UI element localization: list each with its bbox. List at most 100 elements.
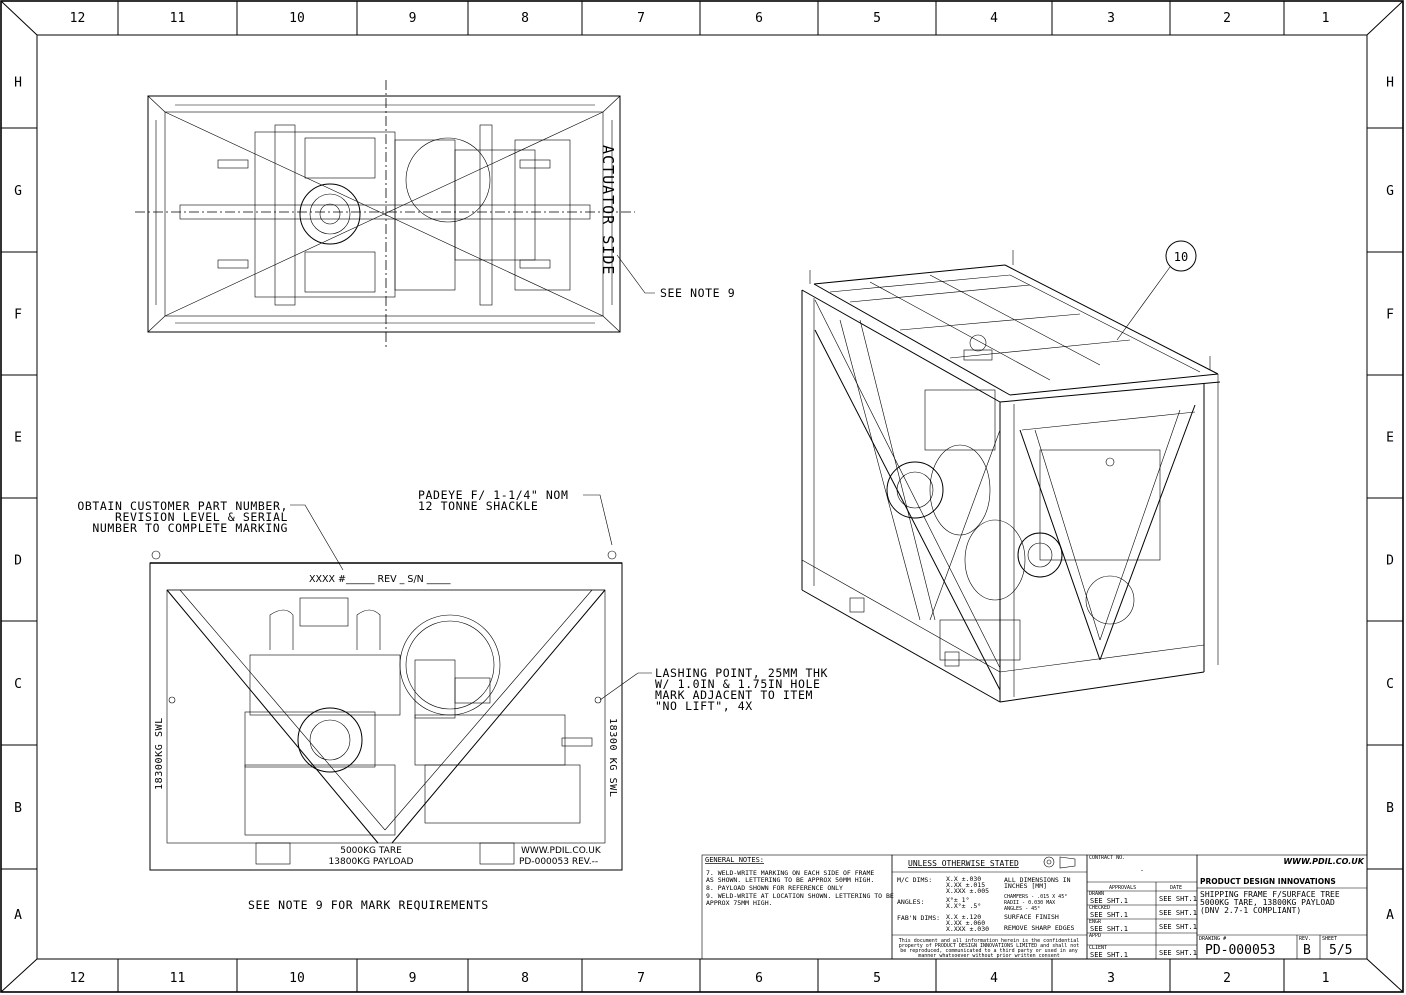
swl-left-label: 18300KG SWL bbox=[154, 717, 165, 790]
tolerance-block: UNLESS OTHERWISE STATED M/C DIMS: X.X ±.… bbox=[891, 854, 1088, 960]
checked-label: CHECKED bbox=[1089, 905, 1110, 911]
zone-column-label: 11 bbox=[170, 11, 186, 26]
remove-sharp-edges: REMOVE SHARP EDGES bbox=[1004, 924, 1075, 932]
client-date: SEE SHT.1 bbox=[1159, 949, 1197, 957]
rev-value: B bbox=[1303, 943, 1311, 958]
rev-label: REV. bbox=[1299, 936, 1311, 942]
zone-column-label: 5 bbox=[873, 11, 881, 26]
zone-row-label: F bbox=[1386, 308, 1394, 323]
mark-requirements-note: SEE NOTE 9 FOR MARK REQUIREMENTS bbox=[248, 898, 489, 912]
lashing-note-line-4: "NO LIFT", 4X bbox=[655, 699, 753, 713]
payload-label: 13800KG PAYLOAD bbox=[329, 857, 414, 867]
zone-column-label: 6 bbox=[755, 11, 763, 26]
zone-column-label: 1 bbox=[1322, 11, 1330, 26]
zone-row-label: B bbox=[14, 801, 22, 816]
swl-right-label: 18300 KG SWL bbox=[607, 718, 618, 797]
zone-row-label: E bbox=[14, 431, 22, 446]
fab-dims-2: X.XX ±.060 bbox=[946, 919, 985, 927]
mc-dims-2: X.XX ±.015 bbox=[946, 881, 985, 889]
zone-row-label: G bbox=[1386, 184, 1394, 199]
lashing-note-line-3: MARK ADJACENT TO ITEM bbox=[655, 688, 813, 702]
chamfers-2: RADII - 0.030 MAX bbox=[1004, 900, 1055, 906]
angles-2: X.X°± .5° bbox=[946, 902, 981, 910]
lashing-note-line-1: LASHING POINT, 25MM THK bbox=[655, 666, 828, 680]
lashing-note-line-2: W/ 1.0IN & 1.75IN HOLE bbox=[655, 677, 821, 691]
zone-row-label: G bbox=[14, 184, 22, 199]
drawing-number: PD-000053 bbox=[1205, 943, 1275, 958]
chamfers-3: ANGLES - 45° bbox=[1004, 906, 1040, 912]
zone-column-label: 11 bbox=[170, 971, 186, 986]
padeye-note-line-2: 12 TONNE SHACKLE bbox=[418, 499, 538, 513]
zone-column-label: 12 bbox=[70, 971, 86, 986]
engr-label: ENGR bbox=[1089, 919, 1102, 925]
sheet-value: 5/5 bbox=[1329, 943, 1352, 958]
zone-row-label: A bbox=[1386, 908, 1394, 923]
approvals-block: CONTRACT NO. - APPROVALS DATE DRAWN SEE … bbox=[1086, 854, 1198, 960]
zone-column-label: 12 bbox=[70, 11, 86, 26]
zone-row-label: D bbox=[14, 554, 22, 569]
customer-note-line-1: OBTAIN CUSTOMER PART NUMBER, bbox=[77, 499, 288, 513]
customer-note-line-2: REVISION LEVEL & SERIAL bbox=[115, 510, 288, 524]
zone-row-label: C bbox=[1386, 677, 1394, 692]
appd-label: APPD bbox=[1089, 933, 1101, 939]
fab-dims-3: X.XXX ±.030 bbox=[946, 925, 989, 933]
item-balloon-10: 10 bbox=[1174, 250, 1188, 264]
chamfers-1: CHAMFERS - .015 X 45° bbox=[1004, 894, 1067, 900]
zone-row-label: C bbox=[14, 677, 22, 692]
mc-dims-1: X.X ±.030 bbox=[946, 875, 981, 883]
approvals-label: APPROVALS bbox=[1109, 885, 1136, 891]
title-block-web: WWW.PDIL.CO.UK bbox=[1283, 857, 1364, 866]
client-value: SEE SHT.1 bbox=[1090, 951, 1128, 959]
zone-column-label: 4 bbox=[990, 971, 998, 986]
web-label: WWW.PDIL.CO.UK bbox=[521, 846, 602, 856]
zone-row-label: D bbox=[1386, 554, 1394, 569]
drawn-value: SEE SHT.1 bbox=[1090, 897, 1128, 905]
zone-column-label: 2 bbox=[1223, 11, 1231, 26]
contract-value: - bbox=[1140, 866, 1144, 874]
general-notes-title: GENERAL NOTES: bbox=[705, 856, 764, 864]
zone-column-label: 7 bbox=[637, 971, 645, 986]
projection-symbol bbox=[1043, 856, 1076, 869]
surface-finish: SURFACE FINISH bbox=[1004, 913, 1059, 921]
zone-row-label: B bbox=[1386, 801, 1394, 816]
confidential-line: be reproduced, communicated to a third p… bbox=[900, 948, 1078, 954]
general-note-line: 8. PAYLOAD SHOWN FOR REFERENCE ONLY bbox=[706, 884, 843, 892]
marking-line: XXXX #______ REV _ S/N _____ bbox=[309, 574, 451, 585]
general-note-line: 9. WELD-WRITE AT LOCATION SHOWN. LETTERI… bbox=[706, 892, 894, 900]
zone-row-label: H bbox=[14, 76, 22, 91]
checked-value: SEE SHT.1 bbox=[1090, 911, 1128, 919]
zone-column-label: 10 bbox=[289, 971, 305, 986]
front-view: 18300KG SWL 18300 KG SWL XXXX #______ RE… bbox=[77, 488, 828, 912]
zone-column-label: 3 bbox=[1107, 971, 1115, 986]
zone-column-label: 9 bbox=[409, 971, 417, 986]
confidential-line: This document and all information herein… bbox=[899, 938, 1080, 944]
general-note-line: AS SHOWN. LETTERING TO BE APPROX 50MM HI… bbox=[706, 876, 874, 884]
zone-column-label: 2 bbox=[1223, 971, 1231, 986]
general-note-line: APPROX 75MM HIGH. bbox=[706, 899, 773, 907]
zone-column-label: 7 bbox=[637, 11, 645, 26]
drawn-date: SEE SHT.1 bbox=[1159, 895, 1197, 903]
zone-column-label: 1 bbox=[1322, 971, 1330, 986]
company-name: PRODUCT DESIGN INNOVATIONS bbox=[1200, 877, 1336, 886]
drawing-title-1: SHIPPING FRAME F/SURFACE TREE bbox=[1200, 890, 1340, 899]
see-note-9-label: SEE NOTE 9 bbox=[660, 286, 735, 300]
title-block: WWW.PDIL.CO.UK PRODUCT DESIGN INNOVATION… bbox=[1196, 854, 1368, 960]
general-note-line: 7. WELD-WRITE MARKING ON EACH SIDE OF FR… bbox=[706, 869, 874, 877]
contract-label: CONTRACT NO. bbox=[1089, 855, 1125, 861]
isometric-view: 10 bbox=[801, 240, 1221, 703]
all-dims-2: INCHES [MM] bbox=[1004, 882, 1047, 890]
zone-column-label: 6 bbox=[755, 971, 763, 986]
angles-1: X°± 1° bbox=[946, 896, 969, 904]
customer-note-line-3: NUMBER TO COMPLETE MARKING bbox=[92, 521, 288, 535]
top-view: ACTUATOR SIDE SEE NOTE 9 bbox=[135, 80, 735, 348]
mc-dims-label: M/C DIMS: bbox=[897, 876, 932, 884]
zone-column-label: 8 bbox=[521, 971, 529, 986]
tare-label: 5000KG TARE bbox=[340, 846, 402, 856]
confidential-line: manner whatsoever without prior written … bbox=[918, 953, 1059, 959]
general-notes: GENERAL NOTES: 7. WELD-WRITE MARKING ON … bbox=[701, 854, 894, 960]
zone-column-label: 3 bbox=[1107, 11, 1115, 26]
all-dims-1: ALL DIMENSIONS IN bbox=[1004, 876, 1071, 884]
